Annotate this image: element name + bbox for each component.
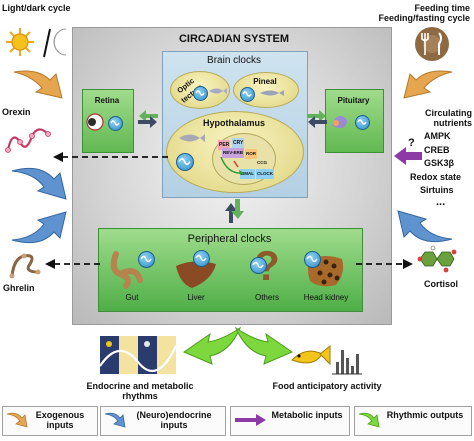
legend-neuroendocrine-label: (Neuro)endocrine inputs bbox=[136, 410, 212, 430]
circadian-system-title: CIRCADIAN SYSTEM bbox=[178, 33, 289, 45]
metabolic-input-arrow bbox=[394, 147, 422, 165]
others-clock-icon bbox=[250, 257, 267, 274]
legend-metabolic-label: Metabolic inputs bbox=[271, 410, 343, 420]
metabolic-question-mark: ? bbox=[408, 137, 415, 149]
fish-food-anticipatory-icon bbox=[291, 344, 362, 375]
food-anticipatory-activity-label: Food anticipatory activity bbox=[272, 381, 382, 391]
nutrient-redox-state: Redox state bbox=[410, 172, 462, 182]
gut-icon bbox=[110, 251, 143, 289]
pineal-clock-icon bbox=[240, 87, 255, 102]
ghrelin-output-arrow bbox=[45, 259, 104, 269]
exogenous-input-arrow bbox=[403, 70, 453, 99]
nutrient-more: ... bbox=[436, 196, 446, 208]
gene-clock: CLOCK bbox=[256, 169, 274, 179]
head-kidney-clock-icon bbox=[304, 251, 321, 268]
gene-cry: CRY bbox=[232, 138, 245, 148]
exogenous-input-arrow bbox=[13, 70, 63, 99]
legend-metabolic-arrow bbox=[235, 414, 266, 426]
neuroendocrine-input-arrow bbox=[11, 167, 67, 200]
orexin-peptide-icon bbox=[5, 128, 51, 153]
nutrient-gsk3b: GSK3β bbox=[424, 158, 455, 168]
sun-moon-icon bbox=[6, 28, 67, 58]
gene-ror: ROR bbox=[245, 149, 257, 159]
feeding-fasting-cycle-label: Feeding/fasting cycle bbox=[378, 13, 470, 23]
ghrelin-peptide-icon bbox=[9, 253, 41, 279]
gene-rev-erb: REV-ERB bbox=[222, 148, 245, 158]
gut-label: Gut bbox=[125, 293, 139, 302]
rhythmic-output-arrow bbox=[182, 326, 242, 365]
circulating-nutrients-label: Circulating nutrients bbox=[424, 108, 472, 128]
optic-tectum-clock-icon bbox=[193, 86, 208, 101]
cortisol-molecule-icon bbox=[417, 245, 457, 273]
pineal-label: Pineal bbox=[253, 77, 277, 86]
eye-icon bbox=[86, 113, 104, 131]
legend-rhythmic-arrow bbox=[358, 412, 380, 428]
legend-exogenous-label: Exogenous inputs bbox=[35, 410, 85, 430]
nutrient-ampk: AMPK bbox=[424, 131, 451, 141]
gut-clock-icon bbox=[138, 251, 155, 268]
orexin-output-arrow bbox=[53, 152, 168, 162]
brain-clocks-title: Brain clocks bbox=[207, 55, 261, 66]
hypothalamus-label: Hypothalamus bbox=[202, 118, 265, 128]
legend-exogenous bbox=[2, 406, 98, 436]
light-dark-cycle-label: Light/dark cycle bbox=[2, 3, 71, 13]
cortisol-label: Cortisol bbox=[424, 279, 459, 289]
nutrient-sirtuins: Sirtuins bbox=[420, 185, 454, 195]
neuroendocrine-input-arrow bbox=[397, 210, 453, 243]
retina-clock-icon bbox=[108, 116, 123, 131]
brain-peripheral-arrows bbox=[225, 199, 244, 223]
head-kidney-label: Head kidney bbox=[303, 293, 349, 302]
others-label: Others bbox=[254, 293, 279, 302]
fish-icon bbox=[209, 88, 227, 94]
endocrine-metabolic-rhythms-label: Endocrine and metabolic rhythms bbox=[86, 381, 194, 401]
cortisol-output-arrow bbox=[356, 259, 413, 269]
brain-pituitary-arrows bbox=[307, 110, 327, 128]
pituitary-label: Pituitary bbox=[337, 96, 370, 105]
liver-icon bbox=[176, 261, 216, 288]
gene-ccg: CCG bbox=[257, 160, 267, 165]
neuroendocrine-input-arrow bbox=[11, 211, 67, 244]
day-night-rhythm-icon bbox=[100, 336, 176, 374]
pituitary-clock-icon bbox=[355, 115, 370, 130]
loop-arrows-icon bbox=[220, 156, 245, 175]
legend-neuroendocrine-arrow bbox=[104, 412, 126, 428]
orexin-label: Orexin bbox=[2, 107, 31, 117]
peripheral-clocks-title: Peripheral clocks bbox=[187, 233, 272, 245]
rhythmic-output-arrow bbox=[234, 326, 294, 365]
liver-label: Liver bbox=[187, 293, 205, 302]
hypothalamus-clock-icon bbox=[176, 153, 194, 171]
retina-brain-arrows bbox=[138, 110, 158, 128]
gene-bmal: BMAL bbox=[240, 169, 255, 179]
liver-clock-icon bbox=[193, 250, 210, 267]
nutrient-creb: CREB bbox=[424, 145, 450, 155]
fish-icon bbox=[179, 134, 205, 142]
fish-icon bbox=[260, 90, 284, 96]
legend-rhythmic-label: Rhythmic outputs bbox=[386, 410, 464, 420]
retina-label: Retina bbox=[94, 96, 120, 105]
legend-exogenous-arrow bbox=[6, 412, 28, 428]
ghrelin-label: Ghrelin bbox=[3, 283, 35, 293]
plate-cutlery-icon bbox=[415, 27, 449, 61]
gene-per: PER bbox=[218, 140, 231, 150]
pituitary-gland-icon bbox=[332, 116, 347, 129]
feeding-time-label: Feeding time bbox=[414, 3, 470, 13]
